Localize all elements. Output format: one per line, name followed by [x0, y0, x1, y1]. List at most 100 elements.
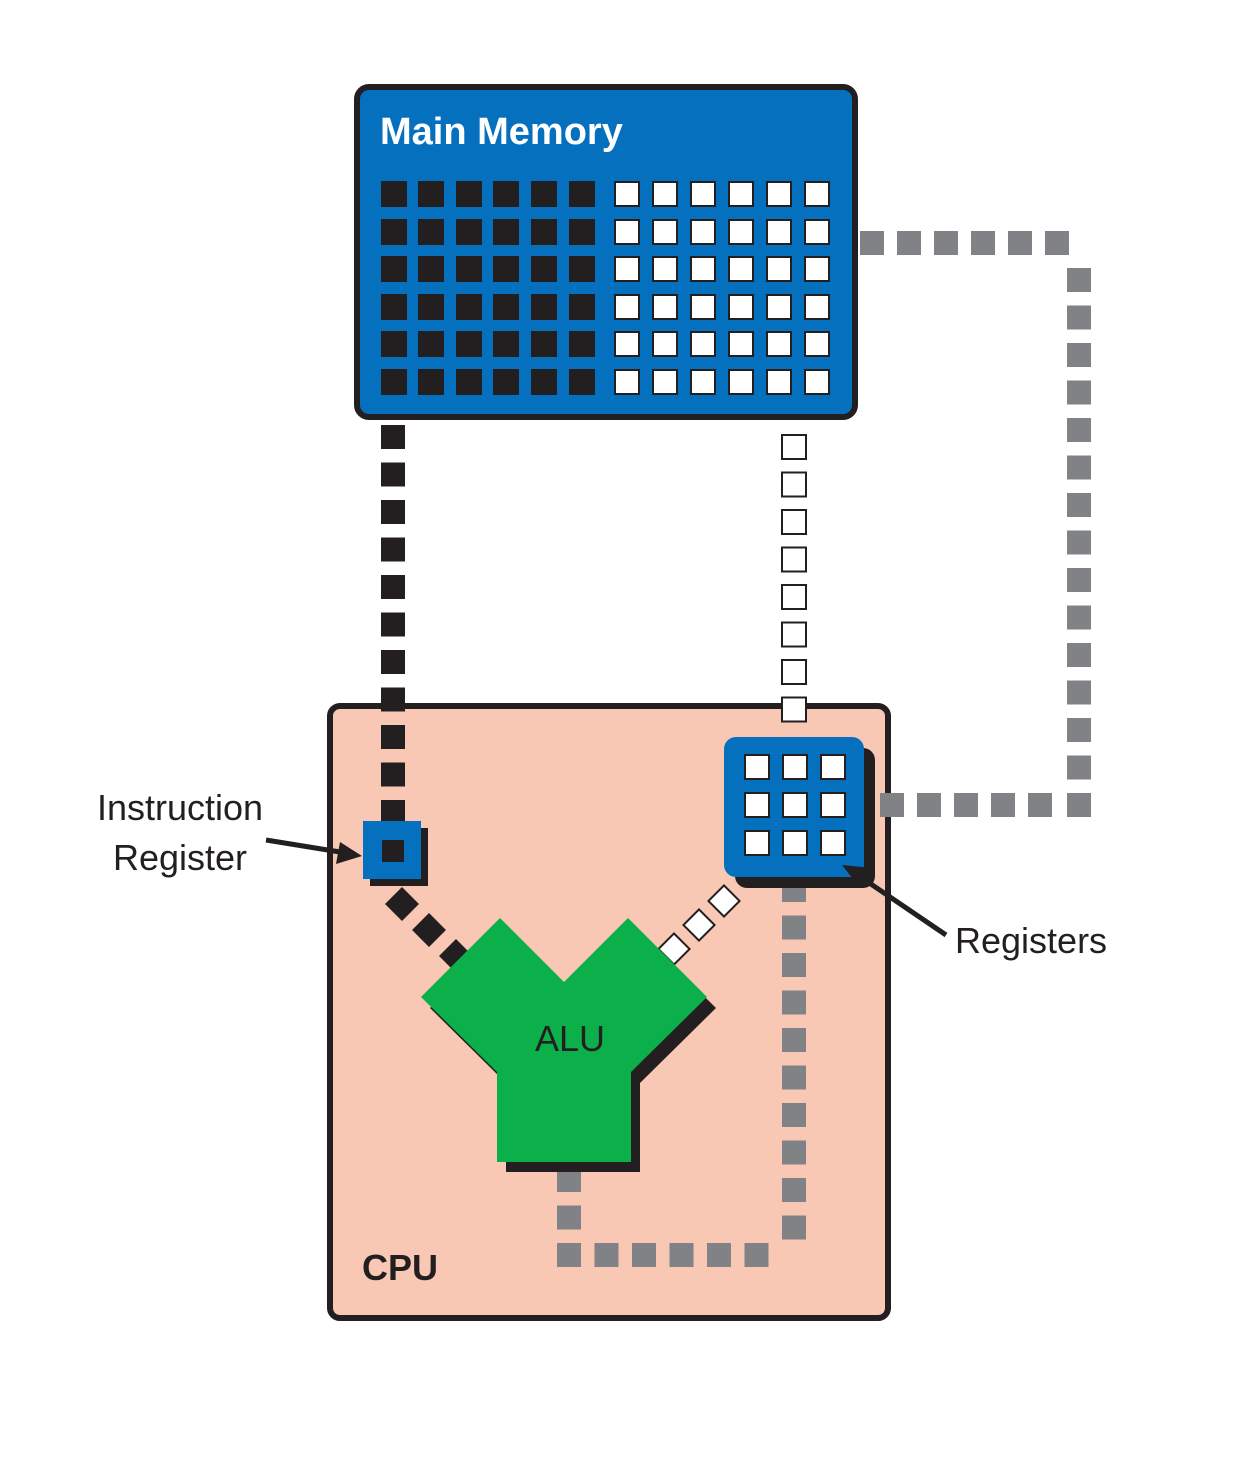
memory-cell [766, 294, 792, 320]
memory-cell [614, 369, 640, 395]
memory-cell [652, 181, 678, 207]
memory-cell [418, 181, 444, 207]
registers-label: Registers [955, 920, 1107, 961]
bus-segment [1067, 493, 1091, 517]
memory-cell [728, 256, 754, 282]
bus-segment [1067, 418, 1091, 442]
bus-segment [381, 500, 405, 524]
bus-segment [707, 884, 741, 918]
register-cell [782, 754, 808, 780]
memory-cell [569, 256, 595, 282]
memory-cell [531, 181, 557, 207]
bus-segment [860, 231, 884, 255]
memory-cell [418, 294, 444, 320]
bus-segment [1008, 231, 1032, 255]
alu-label: ALU [535, 1018, 605, 1059]
memory-cell [569, 369, 595, 395]
memory-cell [652, 331, 678, 357]
register-cell [782, 830, 808, 856]
memory-cell [728, 181, 754, 207]
memory-cell [381, 181, 407, 207]
memory-cell [569, 181, 595, 207]
bus-segment [1067, 380, 1091, 405]
memory-cell [652, 294, 678, 320]
memory-cell [418, 369, 444, 395]
register-cell [782, 792, 808, 818]
memory-cell [690, 256, 716, 282]
memory-cell [569, 219, 595, 245]
memory-cell [418, 219, 444, 245]
memory-cell [493, 181, 519, 207]
memory-cell [456, 181, 482, 207]
memory-cell [569, 294, 595, 320]
instruction-bus [381, 425, 405, 824]
memory-cell [493, 256, 519, 282]
memory-cell [493, 219, 519, 245]
memory-cell-grid [381, 181, 830, 395]
bus-segment [707, 1243, 731, 1267]
instruction-register-arrowhead [336, 842, 362, 864]
bus-segment [1067, 455, 1091, 480]
memory-cell [418, 331, 444, 357]
memory-cell [418, 256, 444, 282]
bus-segment [782, 990, 806, 1015]
memory-cell [766, 256, 792, 282]
memory-cell [493, 331, 519, 357]
register-cell [744, 754, 770, 780]
registers-pointer [860, 875, 948, 938]
instruction-register-cell [382, 840, 404, 862]
bus-segment [782, 1140, 806, 1165]
bus-segment [1045, 231, 1069, 255]
memory-cell [690, 294, 716, 320]
bus-segment [1067, 605, 1091, 630]
memory-cell [614, 181, 640, 207]
bus-segment [381, 687, 405, 712]
bus-segment [782, 953, 806, 977]
bus-segment [669, 1243, 694, 1267]
bus-segment [991, 793, 1015, 817]
memory-cell [381, 331, 407, 357]
bus-segment [781, 584, 807, 610]
register-cell [744, 792, 770, 818]
memory-cell [728, 369, 754, 395]
bus-segment [381, 800, 405, 824]
bus-segment [954, 793, 978, 817]
bus-segment [781, 621, 807, 648]
memory-cell [614, 294, 640, 320]
bus-segment [632, 1243, 656, 1267]
bus-segment [782, 1103, 806, 1127]
memory-cell [690, 369, 716, 395]
data-bus [781, 434, 807, 723]
memory-cell [690, 219, 716, 245]
bus-segment [781, 434, 807, 460]
bus-segment [781, 659, 807, 685]
registers-arrowhead [842, 865, 872, 888]
bus-segment [781, 471, 807, 498]
bus-segment [880, 793, 904, 817]
memory-cell [456, 294, 482, 320]
bus-segment [381, 575, 405, 599]
memory-cell [804, 331, 830, 357]
memory-cell [804, 294, 830, 320]
bus-segment [782, 915, 806, 940]
memory-cell [766, 219, 792, 245]
bus-segment [1067, 793, 1091, 817]
memory-cell [690, 331, 716, 357]
memory-cell [804, 181, 830, 207]
cpu-title: CPU [362, 1247, 438, 1288]
bus-segment [1067, 305, 1091, 330]
bus-segment [1067, 718, 1091, 742]
memory-cell [652, 219, 678, 245]
memory-cell [381, 369, 407, 395]
memory-cell [456, 369, 482, 395]
bus-segment [782, 1215, 806, 1240]
bus-segment [1067, 343, 1091, 367]
memory-cell [531, 219, 557, 245]
bus-segment [557, 1243, 581, 1267]
bus-segment [934, 231, 958, 255]
memory-cell [531, 369, 557, 395]
memory-cell [456, 256, 482, 282]
bus-segment [1067, 680, 1091, 705]
bus-segment [381, 725, 405, 749]
